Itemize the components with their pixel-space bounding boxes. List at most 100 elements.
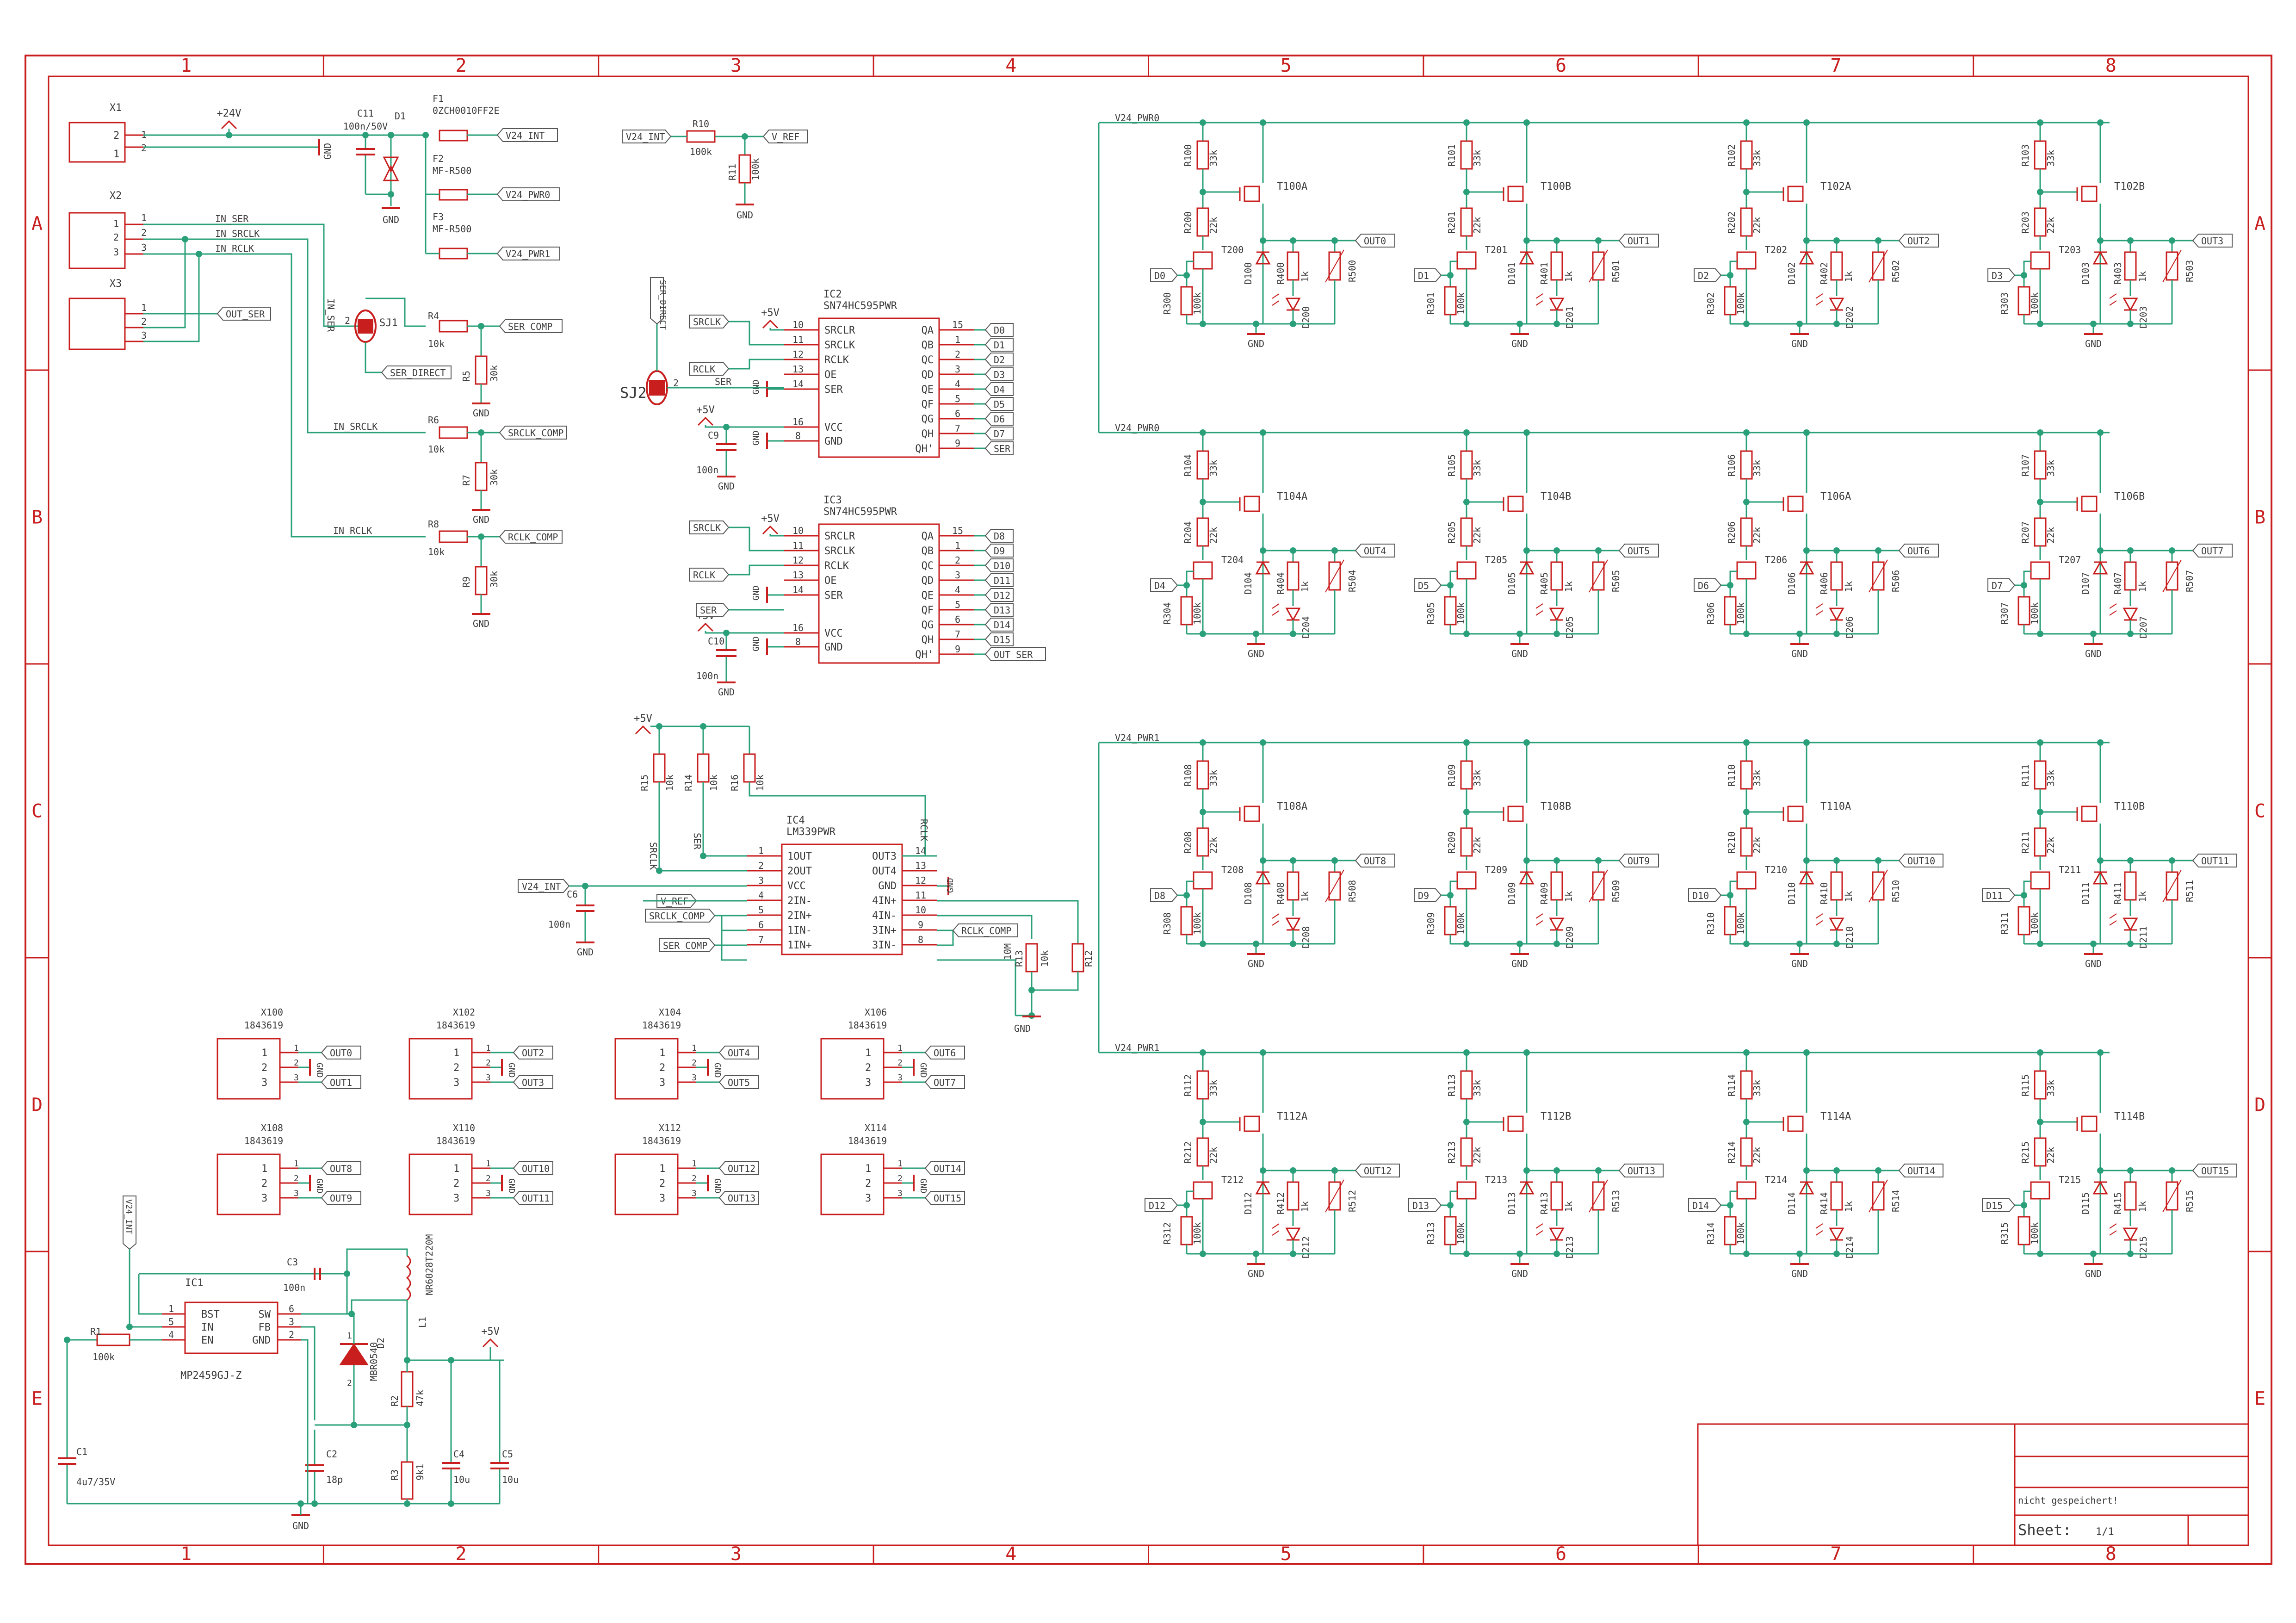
net-tag: OUT4 [1355,544,1395,558]
label: 6 [758,919,764,930]
label: R309 [1425,912,1436,935]
resistor-body [1550,561,1563,591]
label: R214 [1726,1141,1737,1164]
net-tag: D13 [1408,1198,1442,1212]
label: R14 [683,774,694,791]
label: X114 [865,1122,887,1134]
label: R110 [1726,764,1737,787]
net-tag-shape [1355,234,1395,248]
net-tag-label: OUT5 [1628,545,1650,557]
label: 1k [1843,1201,1854,1212]
label: R308 [1162,912,1173,935]
net-tag-shape [645,909,716,923]
net-tag-label: OUT15 [2201,1165,2229,1177]
label: MF-R500 [433,223,471,235]
label: 18p [326,1474,343,1485]
label: R413 [1539,1192,1550,1214]
label: 1k [1300,271,1311,282]
label: 1 [865,1047,871,1059]
label: T210 [1765,864,1787,875]
label: R404 [1275,572,1286,595]
varistor-slash [1589,869,1608,903]
resistor-body [1444,596,1457,626]
label: D205 [1564,616,1575,638]
net-tag-shape [984,412,1014,426]
resistor-body [2124,561,2137,591]
label: IN [201,1322,214,1333]
label: D211 [2138,926,2149,948]
label: 1 [659,1163,665,1175]
net-tag-label: SER_DIRECT [658,280,668,330]
label: R114 [1726,1074,1737,1096]
label: GND [946,878,955,893]
pin-number: 15 [952,319,963,330]
pin-number: 10 [792,319,804,330]
label: 1k [1843,891,1854,902]
resistor-body [1740,760,1753,790]
label: IC1 [185,1277,204,1289]
net-tag-label: SER' [994,443,1016,454]
save-status: nicht gespeichert! [2018,1495,2118,1506]
net-tag-label: D15 [1986,1200,2003,1211]
junction-dot [1553,941,1560,947]
label: 1 [141,302,147,313]
label: 2 [692,1174,697,1183]
resistor-body [2034,1070,2047,1100]
p-mosfet: T100B [1503,123,1571,278]
label: 33k [2045,150,2056,167]
label: C4 [453,1449,464,1460]
label: 1k [1843,581,1854,592]
p-mosfet: T114B [2076,1053,2145,1208]
label: R511 [2184,880,2195,902]
transistor-body [1193,1181,1213,1200]
label: T108A [1277,801,1307,812]
label: T200 [1221,244,1244,255]
net-tag: OUT0 [1355,234,1395,248]
label: R3 [389,1469,400,1481]
net-tag-label: OUT1 [330,1077,352,1088]
net-tag-shape [123,1196,136,1250]
p-mosfet: T102A [1782,123,1851,278]
net-tag: D15 [1982,1198,2016,1212]
led-ray [1815,913,1823,919]
net-tag-label: OUT14 [934,1163,961,1174]
label: 1OUT [787,851,812,862]
net-tag-label: D2 [994,354,1005,365]
label: 2 [347,1378,352,1388]
net-tag-label: V24_PWR0 [506,189,550,200]
resistor-body [2124,871,2137,901]
net-tag-label: D5 [1418,580,1429,591]
junction-dot [1463,1251,1470,1257]
label: 9 [918,919,923,930]
label: 1 [692,1043,697,1053]
net-tag: SER_COMP [499,319,563,333]
label: C3 [287,1257,298,1268]
label: R514 [1890,1190,1901,1212]
label: GND [878,880,897,892]
label: VCC [824,422,843,434]
label: 1843619 [436,1135,475,1146]
label: 1 [347,1331,352,1341]
row-label: A [31,213,43,235]
pin-name: QA [922,325,934,336]
label: R9 [461,576,472,588]
net-tag-label: OUT_SER [226,309,265,320]
label: 100k [2029,1222,2040,1245]
led-ray [1272,1223,1280,1229]
label: 1k [1563,1201,1574,1212]
label: GND [1511,648,1528,659]
label: 100k [1455,602,1467,625]
varistor-slash [2162,869,2182,903]
resistor-body [475,566,488,595]
label: 30k [489,365,500,382]
label: R101 [1446,144,1457,167]
label: 2 [486,1174,491,1183]
label: T114B [2114,1111,2145,1122]
led-ray [1272,300,1280,306]
column-label: 8 [2105,55,2117,76]
label: 3 [897,1189,903,1198]
